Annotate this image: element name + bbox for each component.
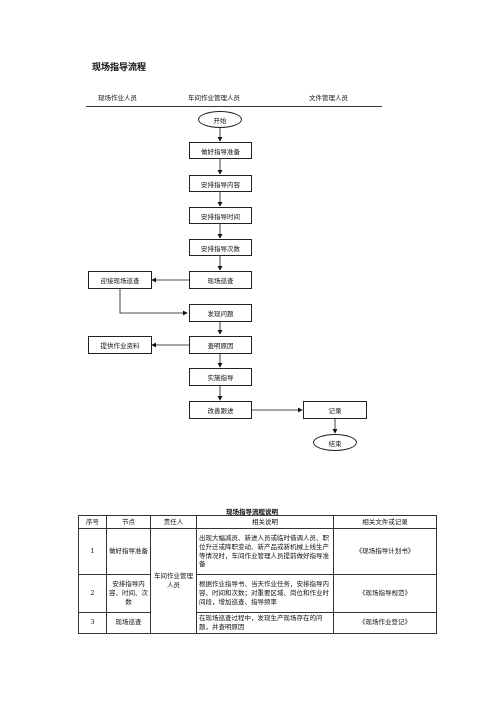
cell-document: 《现场作业登记》 xyxy=(333,612,437,634)
node-cause: 查明原因 xyxy=(189,336,252,354)
node-improve: 改善跟进 xyxy=(189,401,252,419)
node-problem: 发现问题 xyxy=(189,304,252,322)
node-provide: 提供作业资料 xyxy=(88,336,152,354)
node-accept: 迎接现场巡查 xyxy=(88,271,152,289)
table-header-row: 序号 节点 责任人 相关说明 相关文件或记录 xyxy=(78,515,437,529)
node-implement: 实施指导 xyxy=(189,368,252,386)
cell-description: 根据作业指导书、当天作业任务，安排指导内容、时间和次数；对重要区域、岗位和作业时… xyxy=(196,574,334,613)
node-time: 安排指导时间 xyxy=(189,207,252,224)
node-prepare: 做好指导准备 xyxy=(189,142,252,159)
header-documents: 相关文件或记录 xyxy=(333,515,437,529)
cell-responsible: 车间作业管理人员 xyxy=(150,528,197,634)
cell-node: 现场巡查 xyxy=(106,612,151,634)
arrow-accept-problem xyxy=(119,289,188,316)
cell-description: 出现大幅减员、新进人员或临时借调人员、职位升迁或降职变动、新产品或新机械上线生产… xyxy=(196,528,334,575)
cell-node: 安排指导内容、时间、次数 xyxy=(106,574,151,613)
header-description: 相关说明 xyxy=(196,515,334,529)
cell-document: 《现场指导计划书》 xyxy=(333,528,437,575)
cell-document: 《现场指导规范》 xyxy=(333,574,437,613)
header-responsible: 责任人 xyxy=(150,515,197,529)
cell-no: 3 xyxy=(78,612,107,634)
node-record: 记录 xyxy=(303,401,367,419)
cell-description: 在现场巡查过程中，发现生产现场存在的问题，并查明原因 xyxy=(196,612,334,634)
node-content: 安排指导内容 xyxy=(189,175,252,192)
explanation-table: 序号 节点 责任人 相关说明 相关文件或记录 1 做好指导准备 车间作业管理人员… xyxy=(78,515,437,634)
lane-document-manager: 文件管理人员 xyxy=(309,94,348,102)
cell-no: 1 xyxy=(78,528,107,575)
node-end: 结束 xyxy=(313,434,357,451)
table-row: 2 安排指导内容、时间、次数 根据作业指导书、当天作业任务，安排指导内容、时间和… xyxy=(78,574,437,613)
table-row: 1 做好指导准备 车间作业管理人员 出现大幅减员、新进人员或临时借调人员、职位升… xyxy=(78,528,437,634)
lane-field-worker: 现场作业人员 xyxy=(98,94,137,102)
flowchart-connectors xyxy=(119,128,338,434)
node-patrol: 现场巡查 xyxy=(189,271,252,289)
header-node: 节点 xyxy=(106,515,151,529)
lane-header-divider xyxy=(86,106,382,107)
cell-no: 2 xyxy=(78,574,107,613)
header-no: 序号 xyxy=(78,515,107,529)
page-title: 现场指导流程 xyxy=(92,63,147,73)
table-row: 3 现场巡查 在现场巡查过程中，发现生产现场存在的问题，并查明原因 《现场作业登… xyxy=(78,612,437,634)
lane-workshop-manager: 车间作业管理人员 xyxy=(188,94,240,102)
node-start: 开始 xyxy=(198,111,242,128)
node-count: 安排指导次数 xyxy=(189,239,252,256)
cell-node: 做好指导准备 xyxy=(106,528,151,575)
table-title: 现场指导流程说明 xyxy=(226,508,278,516)
